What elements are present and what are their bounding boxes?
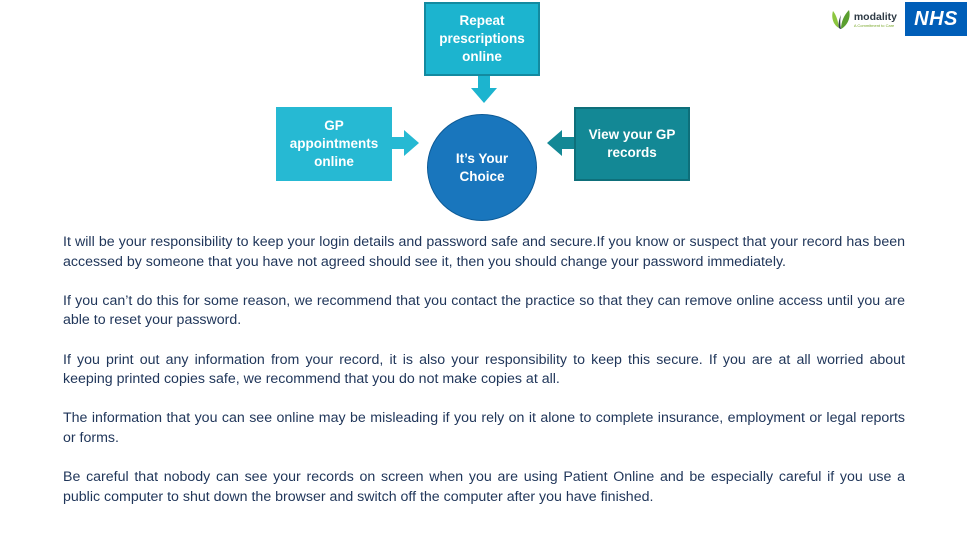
paragraph-contact-practice: If you can’t do this for some reason, we… [63,292,905,329]
modality-name: modality [853,10,897,23]
nhs-logo: NHS [905,2,967,36]
body-text: It will be your responsibility to keep y… [63,233,905,527]
paragraph-misleading-info: The information that you can see online … [63,410,905,446]
its-your-choice-label: It’s Your Choice [455,150,509,184]
arrow-right-icon [392,130,419,156]
gp-appointments-label: GP appointments online [289,118,379,169]
its-your-choice-circle: It’s Your Choice [427,114,537,221]
modality-tagline: A Commitment to Care [853,22,895,28]
repeat-prescriptions-box: Repeat prescriptions online [424,2,540,76]
view-gp-records-box: View your GP records [574,107,690,181]
header-logos: modality A Commitment to Care NHS [830,2,967,36]
arrow-left-icon [547,130,574,156]
arrow-down-icon [471,76,497,103]
view-gp-records-label: View your GP records [588,127,676,160]
repeat-prescriptions-label: Repeat prescriptions online [439,13,525,64]
paragraph-login-security: It will be your responsibility to keep y… [63,234,905,270]
gp-appointments-box: GP appointments online [276,107,392,181]
paragraph-screen-privacy: Be careful that nobody can see your reco… [63,469,905,505]
paragraph-printed-copies: If you print out any information from yo… [63,351,905,388]
modality-leaf-icon [832,10,850,29]
modality-logo: modality A Commitment to Care [830,7,897,31]
